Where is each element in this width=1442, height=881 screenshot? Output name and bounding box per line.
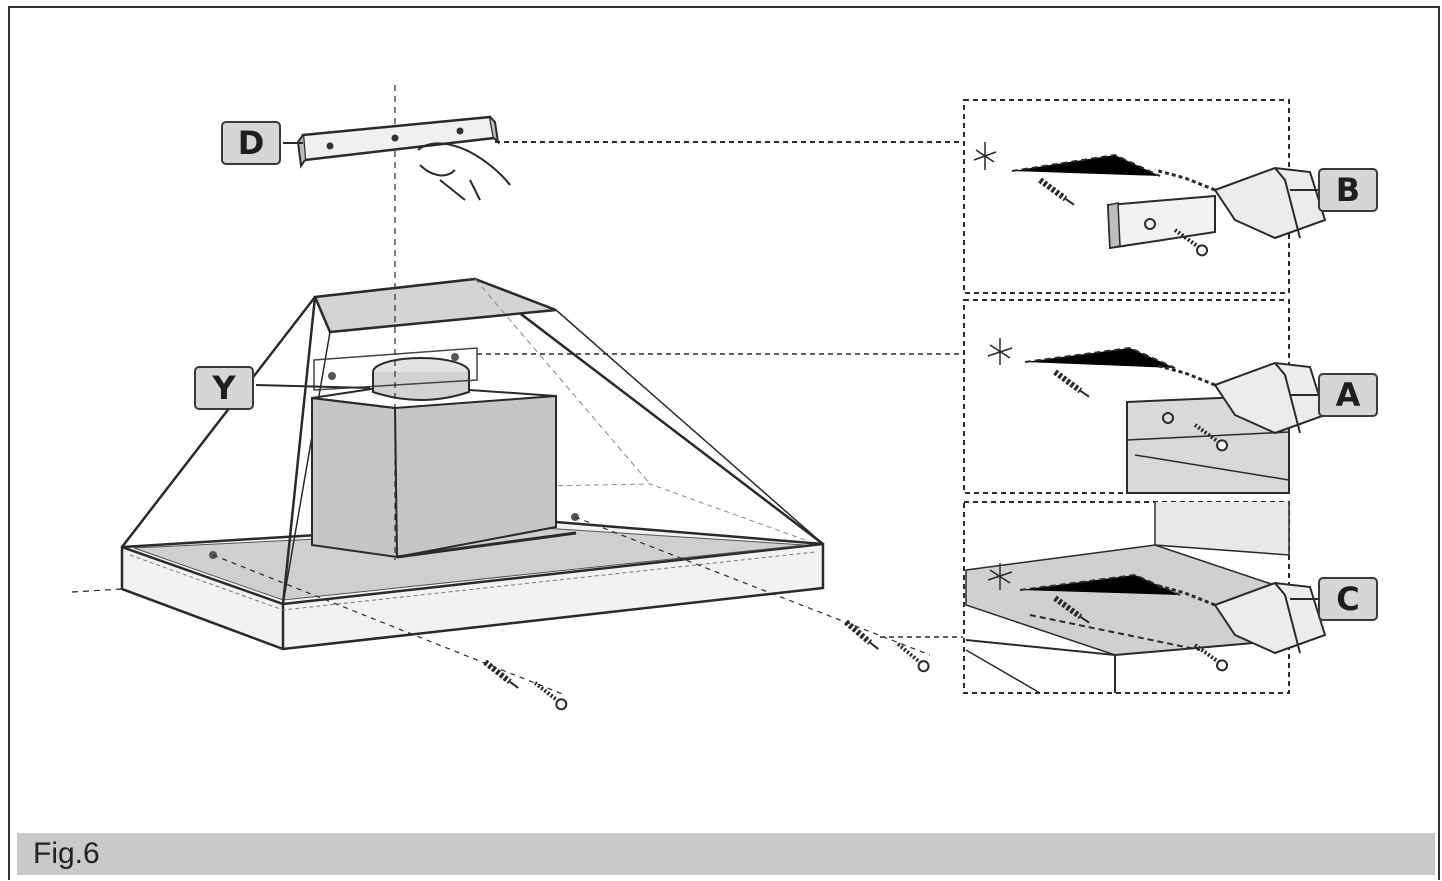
wall-line [71, 588, 123, 593]
callout-d: D [221, 121, 281, 165]
panel-b [963, 99, 1327, 294]
y-leader [255, 384, 371, 389]
callout-y: Y [194, 366, 254, 410]
panel-c [963, 501, 1327, 694]
hood [120, 277, 825, 651]
callout-b: B [1318, 168, 1378, 212]
callout-c: C [1318, 577, 1378, 621]
figure-caption: Fig.6 [33, 837, 100, 870]
panel-a [963, 299, 1327, 494]
caption-bar: Fig.6 [17, 833, 1435, 875]
figure-frame [8, 6, 1440, 880]
callout-a: A [1318, 373, 1378, 417]
base-screws [212, 516, 935, 713]
bracket-d [283, 115, 511, 201]
